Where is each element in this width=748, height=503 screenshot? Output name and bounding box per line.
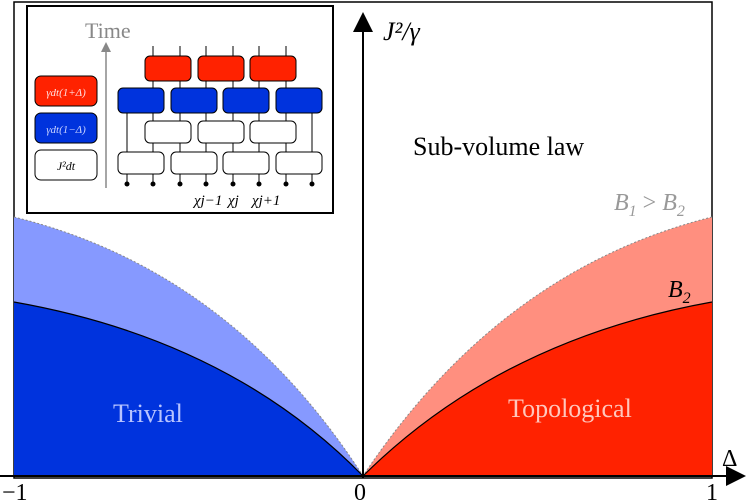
legend-white-box xyxy=(34,149,98,181)
site-dots xyxy=(124,181,315,187)
x-tick-zero: 0 xyxy=(354,480,366,503)
trivial-dark-region xyxy=(14,302,363,476)
b2-curve-right xyxy=(362,301,713,477)
x-tick-min: −1 xyxy=(2,480,28,503)
legend-white-text: J²dt xyxy=(57,159,76,173)
site-label-j-plus-1: χj+1 xyxy=(250,193,280,209)
b1-curve-left xyxy=(13,216,364,477)
x-tick-max: 1 xyxy=(706,480,718,503)
topo-dark-region xyxy=(363,302,712,476)
trivial-label: Trivial xyxy=(113,399,183,428)
site-label-j-minus-1: χj−1 xyxy=(192,193,222,209)
blue-gate-row xyxy=(117,87,323,114)
legend-blue-box xyxy=(34,112,98,144)
topological-label: Topological xyxy=(508,394,632,423)
white-gate-row-upper xyxy=(144,120,297,144)
sub-volume-label: Sub-volume law xyxy=(413,132,584,161)
b2-label: B2 xyxy=(668,277,691,307)
legend-blue-text: γdt(1−Δ) xyxy=(46,124,86,136)
time-label: Time xyxy=(85,18,131,43)
legend-red-box xyxy=(34,75,98,107)
red-gate-row xyxy=(144,55,297,82)
white-gate-row-lower xyxy=(117,151,323,175)
site-label-j: χj xyxy=(226,193,239,209)
legend-red-text: γdt(1+Δ) xyxy=(46,87,86,99)
time-arrowhead xyxy=(101,42,111,52)
circuit-inset: Time γdt(1+Δ) γdt(1−Δ) J²dt xyxy=(26,5,334,214)
b2-curve-left xyxy=(13,301,364,477)
y-axis-label: J²/γ xyxy=(383,17,421,46)
b1-gt-b2-label: B1 > B2 xyxy=(614,190,685,220)
x-axis-label: Δ xyxy=(722,446,737,472)
